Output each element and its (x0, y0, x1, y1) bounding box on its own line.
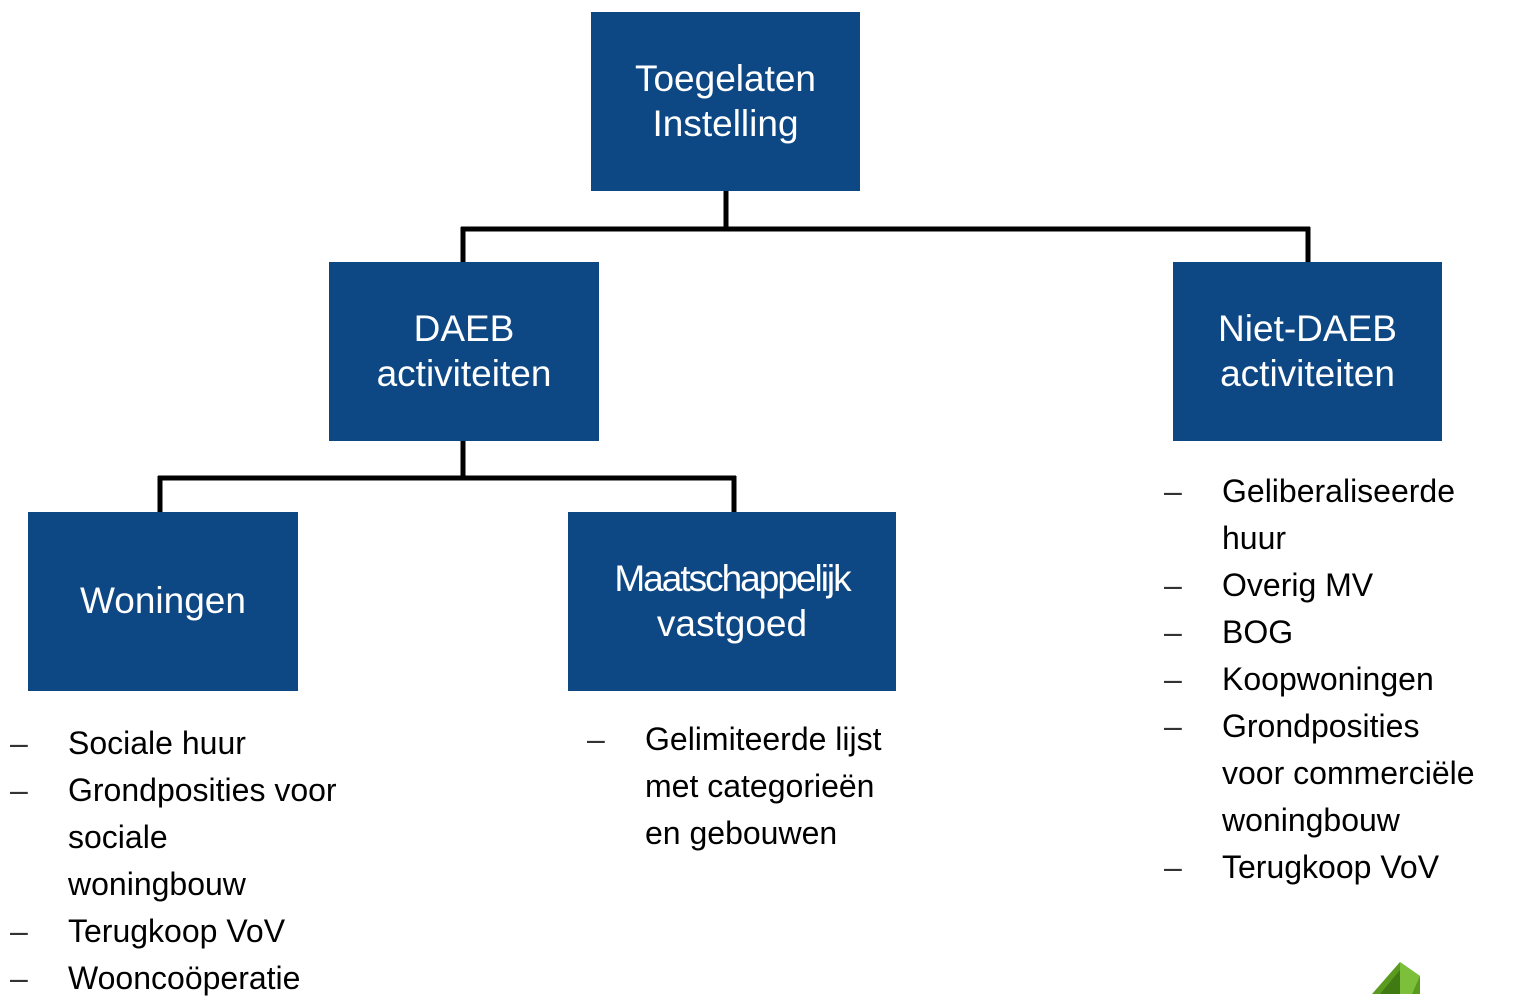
bullet-dash-icon: – (10, 725, 28, 761)
box-label-line: Toegelaten (634, 58, 817, 100)
box-label-line: Niet-DAEB (1218, 308, 1397, 350)
list-item-text: Sociale huur (68, 725, 246, 761)
bullet-dash-icon: – (1164, 849, 1182, 885)
woningen-box: Woningen (28, 512, 298, 691)
list-item-text: Terugkoop VoV (68, 913, 286, 949)
list-item-text: Koopwoningen (1222, 661, 1434, 697)
list-item-text: Terugkoop VoV (1222, 849, 1440, 885)
list-item-text: sociale (68, 819, 168, 855)
list-item-text: Geliberaliseerde (1222, 473, 1456, 509)
box-label-line: DAEB (413, 308, 515, 350)
bullet-dash-icon: – (10, 913, 28, 949)
bullet-dash-icon: – (1164, 473, 1182, 509)
niet-daeb-activiteiten-box: Niet-DAEB activiteiten (1173, 262, 1442, 441)
box-label-line: Instelling (652, 102, 799, 144)
woningen-list: – Sociale huur – Grondposities voor sociale w… (10, 720, 410, 1002)
list-item: – Terugkoop VoV (1164, 844, 1518, 891)
list-item-text: Wooncoöperatie (68, 960, 301, 996)
list-item: – Sociale huur (10, 720, 410, 767)
box-label-line: Maatschappelijk (614, 558, 851, 600)
bullet-dash-icon: – (10, 960, 28, 996)
corner-logo-icon (1372, 962, 1420, 994)
list-item-text: voor commerciële (1222, 755, 1475, 791)
list-item-text: met categorieën (645, 768, 875, 804)
list-item-text: BOG (1222, 614, 1294, 650)
bullet-dash-icon: – (1164, 661, 1182, 697)
list-item: – BOG (1164, 609, 1518, 656)
maatschappelijk-list: – Gelimiteerde lijst met categorieën en geb… (587, 716, 927, 857)
list-item: – Gelimiteerde lijst met categorieën en geb… (587, 716, 927, 857)
box-label-line: Woningen (80, 580, 246, 622)
list-item: – Koopwoningen (1164, 656, 1518, 703)
box-label-line: activiteiten (376, 352, 552, 394)
list-item: – Grondposities voor sociale woningbouw (10, 767, 410, 908)
list-item: – Terugkoop VoV (10, 908, 410, 955)
niet-daeb-list: – Geliberaliseerde huur – Overig MV – BOG – Koop… (1164, 468, 1518, 891)
box-label-line: activiteiten (1220, 352, 1395, 394)
list-item: – Geliberaliseerde huur (1164, 468, 1518, 562)
list-item: – Grondposities voor commerciële woningbouw (1164, 703, 1518, 844)
toegelaten-instelling-box: Toegelaten Instelling (591, 12, 860, 191)
bullet-dash-icon: – (587, 721, 605, 757)
list-item-text: woningbouw (68, 866, 246, 902)
list-item-text: woningbouw (1222, 802, 1400, 838)
bullet-dash-icon: – (10, 772, 28, 808)
maatschappelijk-vastgoed-box: Maatschappelijk vastgoed (568, 512, 896, 691)
list-item-text: Gelimiteerde lijst (645, 721, 882, 757)
bullet-dash-icon: – (1164, 567, 1182, 603)
list-item-text: Grondposities (1222, 708, 1420, 744)
list-item-text: Overig MV (1222, 567, 1374, 603)
bullet-dash-icon: – (1164, 708, 1182, 744)
list-item: – Wooncoöperatie (10, 955, 410, 1002)
daeb-activiteiten-box: DAEB activiteiten (329, 262, 599, 441)
list-item-text: Grondposities voor (68, 772, 337, 808)
box-label-line: vastgoed (656, 602, 808, 644)
list-item-text: en gebouwen (645, 815, 838, 851)
list-item: – Overig MV (1164, 562, 1518, 609)
bullet-dash-icon: – (1164, 614, 1182, 650)
list-item-text: huur (1222, 520, 1287, 556)
